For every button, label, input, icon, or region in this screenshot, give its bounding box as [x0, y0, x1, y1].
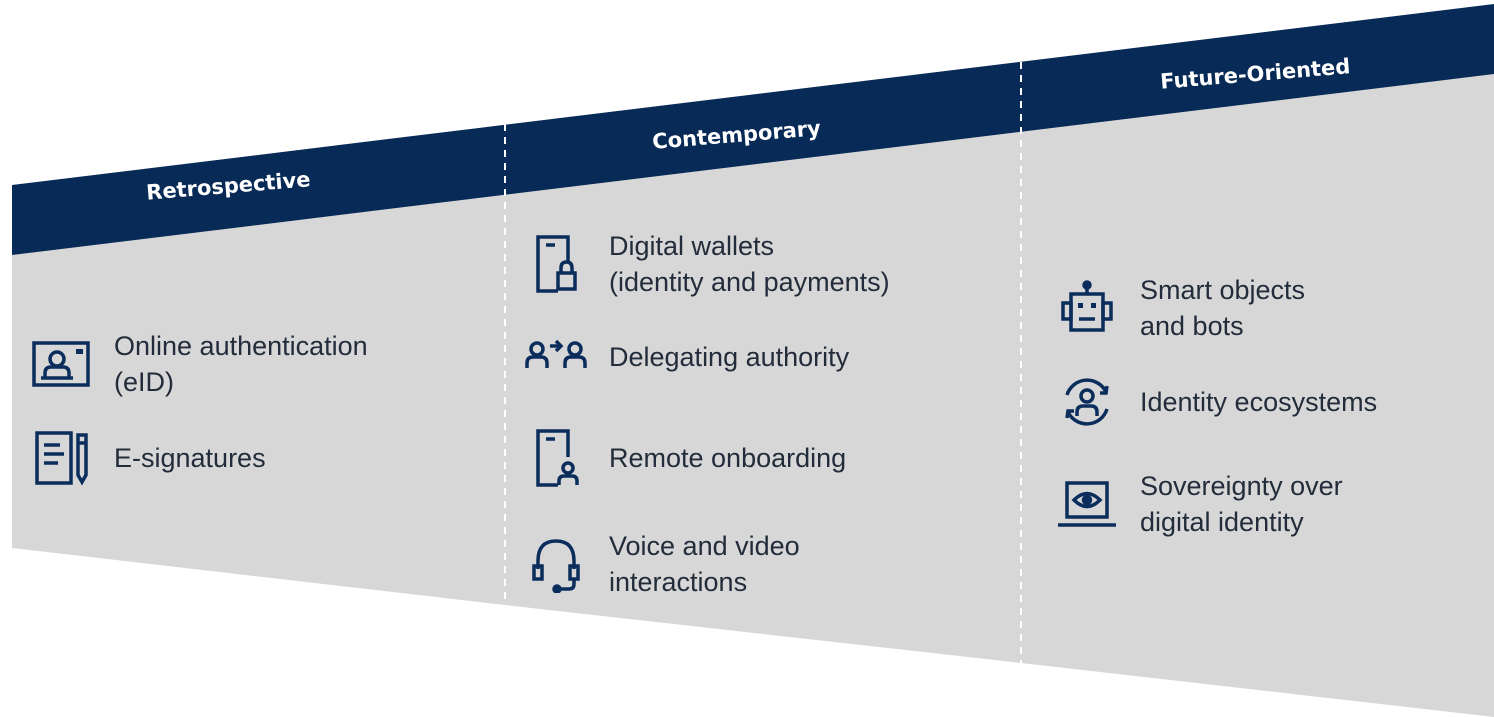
- user-cycle-icon: [1056, 373, 1118, 431]
- phone-lock-icon: [525, 235, 587, 293]
- laptop-eye-icon: [1056, 475, 1118, 533]
- panel-contemporary: [505, 103, 1021, 663]
- list-item-identity-ecosystems: Identity ecosystems: [1056, 373, 1377, 431]
- list-item-e-signatures: E-signatures: [30, 429, 266, 487]
- item-label: E-signatures: [114, 443, 266, 473]
- list-item-remote-onboarding: Remote onboarding: [525, 429, 846, 487]
- e-signature-icon: [30, 429, 92, 487]
- phone-user-icon: [525, 429, 587, 487]
- item-label: Online authentication(eID): [114, 331, 368, 397]
- list-item-online-authentication: Online authentication(eID): [30, 328, 368, 400]
- item-label: Digital wallets(identity and payments): [609, 231, 890, 297]
- header-band: [12, 4, 1494, 255]
- panel-future-oriented: [1021, 65, 1494, 717]
- robot-icon: [1056, 279, 1118, 337]
- item-label: Identity ecosystems: [1140, 387, 1378, 417]
- item-label: Delegating authority: [609, 342, 850, 372]
- delegate-users-icon: [525, 328, 587, 386]
- list-item-digital-wallets: Digital wallets(identity and payments): [525, 228, 890, 300]
- item-label: Remote onboarding: [609, 443, 847, 473]
- panel-retrospective: [12, 145, 505, 605]
- id-card-icon: [30, 335, 92, 393]
- list-item-delegating-authority: Delegating authority: [525, 328, 849, 386]
- headset-icon: [525, 535, 587, 593]
